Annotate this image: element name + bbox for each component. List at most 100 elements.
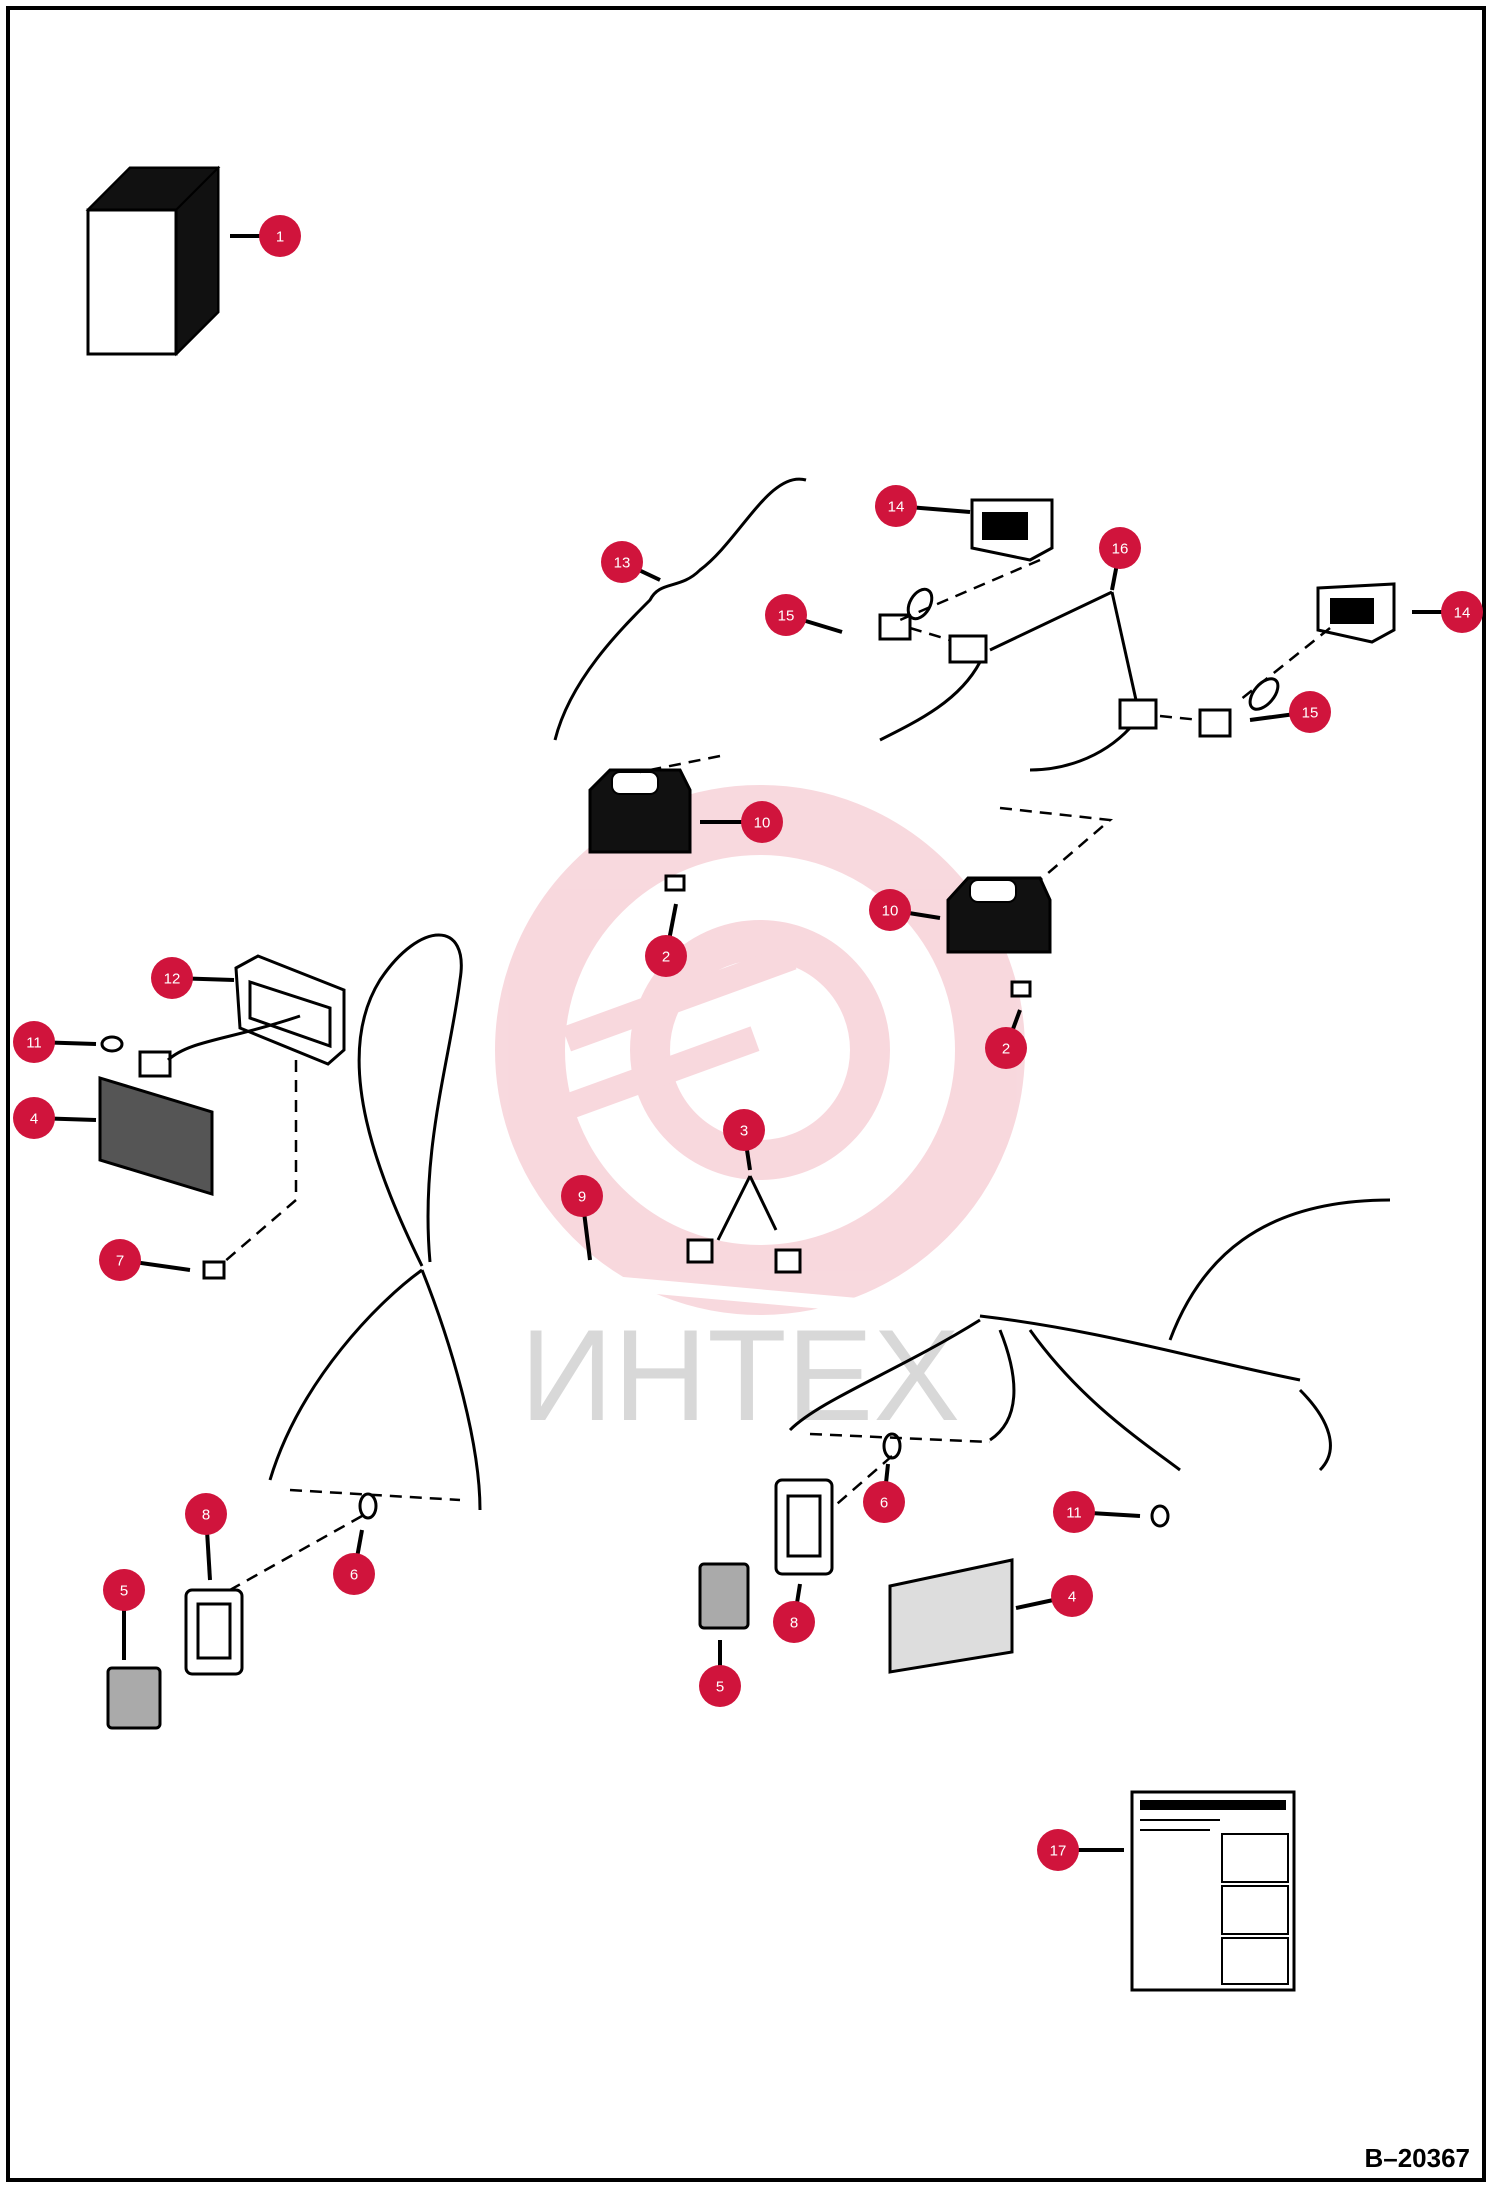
callout-4: 4 <box>1015 1575 1093 1617</box>
callout-number: 15 <box>778 608 795 625</box>
part-11-bulb-left <box>100 1014 301 1078</box>
dash-link-right-socket <box>829 1455 893 1511</box>
callout-dot <box>741 801 783 843</box>
part-2-clip-upper <box>664 874 686 892</box>
callout-6: 6 <box>333 1529 375 1595</box>
callout-dot <box>1037 1829 1079 1871</box>
callout-number: 16 <box>1112 541 1129 558</box>
callout-11: 11 <box>13 1021 97 1063</box>
callout-5: 5 <box>103 1569 145 1660</box>
callout-number: 2 <box>1002 1041 1010 1058</box>
callout-7: 7 <box>99 1239 191 1281</box>
callout-dot <box>985 1027 1027 1069</box>
callout-number: 11 <box>1066 1505 1082 1522</box>
callout-number: 14 <box>1454 605 1471 622</box>
part-16-leads <box>879 590 1138 772</box>
callout-13: 13 <box>601 541 661 583</box>
callout-6: 6 <box>863 1463 905 1523</box>
callout-17: 17 <box>1037 1829 1124 1871</box>
dash-link-left-socket <box>229 1514 363 1592</box>
callout-11: 11 <box>1053 1491 1141 1533</box>
part-12-bracket <box>234 954 346 1066</box>
callout-1: 1 <box>230 215 301 257</box>
part-1-box <box>85 165 221 357</box>
part-15-bulb-socket-right <box>1118 677 1280 738</box>
part-7-screw <box>202 1260 226 1280</box>
callout-number: 6 <box>350 1567 358 1584</box>
part-6-bulb-left <box>358 1492 378 1520</box>
part-14-lamp-upper <box>970 498 1054 562</box>
callout-number: 7 <box>116 1253 124 1270</box>
callout-number: 4 <box>1068 1589 1076 1606</box>
callout-number: 12 <box>164 971 181 988</box>
part-14-lamp-right <box>1316 582 1396 644</box>
callout-9: 9 <box>561 1175 603 1261</box>
callout-dot <box>875 485 917 527</box>
callout-dot <box>723 1109 765 1151</box>
part-4-lens-left <box>98 1075 214 1197</box>
dash-link-screw <box>223 1060 298 1263</box>
part-11-bulb-right <box>1150 1504 1170 1528</box>
callout-4: 4 <box>13 1097 97 1139</box>
part-10-switch-upper <box>588 768 692 854</box>
callout-dot <box>151 957 193 999</box>
callout-number: 5 <box>120 1583 128 1600</box>
part-10-switch-lower <box>946 876 1052 954</box>
callout-10: 10 <box>869 889 941 931</box>
part-8-bezel-right <box>774 1478 834 1576</box>
callout-number: 11 <box>26 1035 42 1052</box>
callout-number: 1 <box>276 229 284 246</box>
callout-dot <box>333 1553 375 1595</box>
callout-dot <box>1441 591 1483 633</box>
callout-dot <box>869 889 911 931</box>
callout-dot <box>259 215 301 257</box>
dash-link-left-bulbs <box>289 1488 461 1502</box>
part-5-rocker-right <box>698 1562 750 1630</box>
part-8-bezel-left <box>184 1588 244 1676</box>
part-13-cable <box>553 477 807 741</box>
callout-dot <box>103 1569 145 1611</box>
callout-dot <box>1289 691 1331 733</box>
callout-dot <box>601 541 643 583</box>
document-code: B–20367 <box>1364 2143 1470 2173</box>
part-2-clip-lower <box>1010 980 1032 998</box>
callout-15: 15 <box>765 594 843 636</box>
callout-16: 16 <box>1099 527 1141 591</box>
callout-dot <box>561 1175 603 1217</box>
part-15-bulb-socket-upper <box>878 587 988 664</box>
callout-number: 10 <box>882 903 899 920</box>
callout-number: 5 <box>716 1679 724 1696</box>
dash-link-upper <box>899 558 1041 622</box>
part-9-harness <box>268 933 1391 1511</box>
callout-12: 12 <box>151 957 235 999</box>
callout-dot <box>1053 1491 1095 1533</box>
callout-number: 2 <box>662 949 670 966</box>
callout-number: 15 <box>1302 705 1319 722</box>
callout-14: 14 <box>875 485 971 527</box>
callout-number: 17 <box>1050 1843 1067 1860</box>
callout-dot <box>773 1601 815 1643</box>
watermark-logo <box>495 785 1025 1315</box>
callout-dot <box>765 594 807 636</box>
callout-number: 10 <box>754 815 771 832</box>
part-5-rocker-left <box>106 1666 162 1730</box>
callout-number: 9 <box>578 1189 586 1206</box>
dash-link-switch-lower <box>999 806 1114 881</box>
callout-2: 2 <box>645 903 687 977</box>
callout-dot <box>13 1097 55 1139</box>
callout-number: 13 <box>614 555 631 572</box>
part-4-lens-right <box>888 1558 1014 1674</box>
callout-dot <box>185 1493 227 1535</box>
callout-14: 14 <box>1412 591 1483 633</box>
callout-number: 3 <box>740 1123 748 1140</box>
callout-dot <box>699 1665 741 1707</box>
callout-10: 10 <box>700 801 783 843</box>
dash-link-socket-2 <box>1159 714 1201 722</box>
callout-dot <box>1099 527 1141 569</box>
watermark-text: ИНТЕХ <box>520 1302 960 1448</box>
dash-link-socket <box>909 626 951 642</box>
callout-dot <box>863 1481 905 1523</box>
callout-number: 14 <box>888 499 905 516</box>
